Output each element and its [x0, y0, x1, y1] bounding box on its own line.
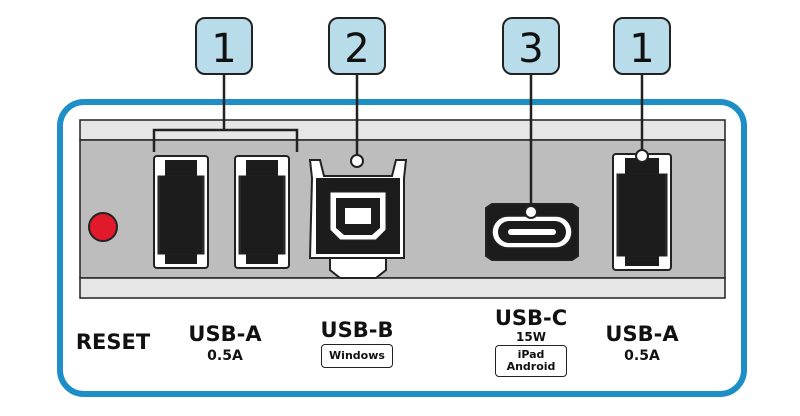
callout-number-3: 3	[518, 26, 543, 72]
usb-c-rating: 15W	[516, 330, 546, 344]
usb-a-right-rating: 0.5A	[624, 348, 660, 364]
callout-box-3	[502, 17, 560, 75]
callout-number-2: 2	[344, 26, 369, 72]
callout-box-1-right	[613, 17, 671, 75]
usb-c-badge: iPad Android	[495, 345, 567, 377]
usb-b-badge-text: Windows	[329, 349, 385, 362]
bracket-usb-a-pair	[152, 128, 299, 152]
usb-b-port	[308, 159, 408, 279]
usb-a-port-left-2	[234, 155, 290, 269]
usb-a-left-rating: 0.5A	[207, 348, 243, 364]
callout-box-1-left	[195, 17, 253, 75]
reset-button	[88, 212, 118, 242]
leader-dot-2	[350, 154, 364, 168]
leader-dot-3	[524, 205, 538, 219]
callout-number-1-left: 1	[211, 26, 236, 72]
leader-lines	[152, 74, 644, 212]
usb-c-name: USB-C	[494, 306, 568, 330]
usb-a-port-left-1	[153, 155, 209, 269]
usb-a-right-name: USB-A	[605, 322, 679, 346]
usb-b-badge: Windows	[321, 344, 393, 368]
usb-c-badge-line1: iPad	[517, 348, 545, 361]
usb-a-left-name: USB-A	[188, 322, 262, 346]
callout-number-1-right: 1	[629, 26, 654, 72]
usb-a-port-right	[612, 153, 672, 271]
callout-box-2	[328, 17, 386, 75]
usb-c-badge-line2: Android	[506, 360, 556, 373]
usb-c-port	[485, 203, 579, 261]
reset-label: RESET	[75, 330, 151, 354]
panel-bottom-strip	[79, 277, 726, 299]
usb-b-name: USB-B	[320, 318, 394, 342]
leader-dot-1-right	[635, 149, 649, 163]
